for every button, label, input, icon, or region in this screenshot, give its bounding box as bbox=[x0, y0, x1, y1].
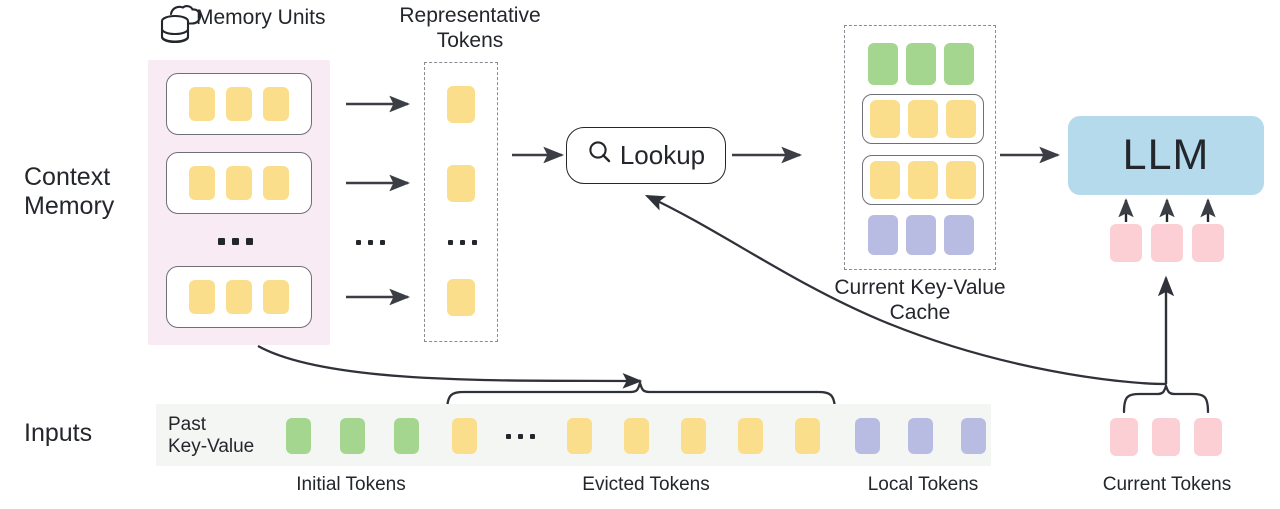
representative-tokens-ellipsis bbox=[448, 240, 477, 245]
token-yellow bbox=[263, 166, 289, 200]
token-yellow bbox=[189, 87, 215, 121]
token-yellow bbox=[263, 280, 289, 314]
token-yellow bbox=[946, 161, 976, 199]
token-green bbox=[944, 43, 974, 85]
current-token-pink bbox=[1194, 418, 1222, 456]
input-sequence-ellipsis bbox=[506, 434, 535, 439]
arrow-column-ellipsis bbox=[356, 240, 385, 245]
current-tokens-label: Current Tokens bbox=[1102, 474, 1232, 495]
token-yellow bbox=[946, 100, 976, 138]
representative-tokens-box bbox=[424, 62, 498, 342]
kv-cache-box bbox=[844, 25, 996, 270]
input-token-yellow bbox=[795, 418, 820, 454]
memory-units-label: Memory Units bbox=[196, 6, 326, 29]
token-green bbox=[906, 43, 936, 85]
kv-cache-label: Current Key-Value Cache bbox=[834, 276, 1006, 324]
token-yellow bbox=[263, 87, 289, 121]
token-yellow bbox=[226, 280, 252, 314]
llm-box[interactable]: LLM bbox=[1068, 116, 1264, 195]
input-token-yellow bbox=[681, 418, 706, 454]
memory-units-ellipsis bbox=[218, 238, 253, 245]
input-token-green bbox=[286, 418, 311, 454]
input-token-green bbox=[340, 418, 365, 454]
token-purple bbox=[944, 215, 974, 255]
input-token-purple bbox=[961, 418, 986, 454]
current-token-pink bbox=[1152, 418, 1180, 456]
token-yellow bbox=[908, 100, 938, 138]
lookup-button[interactable]: Lookup bbox=[566, 127, 726, 184]
token-purple bbox=[906, 215, 936, 255]
llm-label: LLM bbox=[1122, 131, 1210, 179]
kv-cache-row-yellow bbox=[862, 155, 984, 205]
representative-tokens-label: Representative Tokens bbox=[399, 4, 541, 52]
kv-cache-row-yellow bbox=[862, 94, 984, 144]
kv-cache-row-purple bbox=[868, 215, 976, 255]
input-token-purple bbox=[855, 418, 880, 454]
token-green bbox=[868, 43, 898, 85]
token-yellow bbox=[870, 161, 900, 199]
past-key-value-label: Past Key-Value bbox=[168, 414, 255, 457]
token-yellow bbox=[226, 166, 252, 200]
token-yellow bbox=[189, 280, 215, 314]
token-yellow bbox=[908, 161, 938, 199]
local-tokens-label: Local Tokens bbox=[867, 474, 979, 495]
kv-cache-row-green bbox=[868, 43, 976, 85]
token-purple bbox=[868, 215, 898, 255]
token-yellow bbox=[189, 166, 215, 200]
cloud-database-icon bbox=[158, 4, 204, 53]
input-token-yellow bbox=[567, 418, 592, 454]
token-yellow bbox=[226, 87, 252, 121]
input-token-yellow bbox=[738, 418, 763, 454]
representative-token bbox=[447, 86, 475, 123]
llm-input-token-pink bbox=[1192, 224, 1224, 262]
current-token-pink bbox=[1110, 418, 1138, 456]
llm-input-token-pink bbox=[1151, 224, 1183, 262]
memory-unit-row[interactable] bbox=[166, 152, 312, 214]
magnifier-icon bbox=[587, 139, 613, 172]
memory-unit-row[interactable] bbox=[166, 266, 312, 328]
inputs-label: Inputs bbox=[24, 419, 93, 447]
token-yellow bbox=[870, 100, 900, 138]
context-memory-label: Context Memory bbox=[24, 163, 115, 220]
representative-token bbox=[447, 165, 475, 202]
input-token-yellow bbox=[452, 418, 477, 454]
lookup-label: Lookup bbox=[619, 140, 706, 170]
evicted-tokens-label: Evicted Tokens bbox=[582, 474, 710, 495]
input-token-yellow bbox=[624, 418, 649, 454]
llm-input-token-pink bbox=[1110, 224, 1142, 262]
representative-token bbox=[447, 279, 475, 316]
initial-tokens-label: Initial Tokens bbox=[296, 474, 406, 495]
input-token-purple bbox=[908, 418, 933, 454]
memory-unit-row[interactable] bbox=[166, 73, 312, 135]
input-token-green bbox=[394, 418, 419, 454]
